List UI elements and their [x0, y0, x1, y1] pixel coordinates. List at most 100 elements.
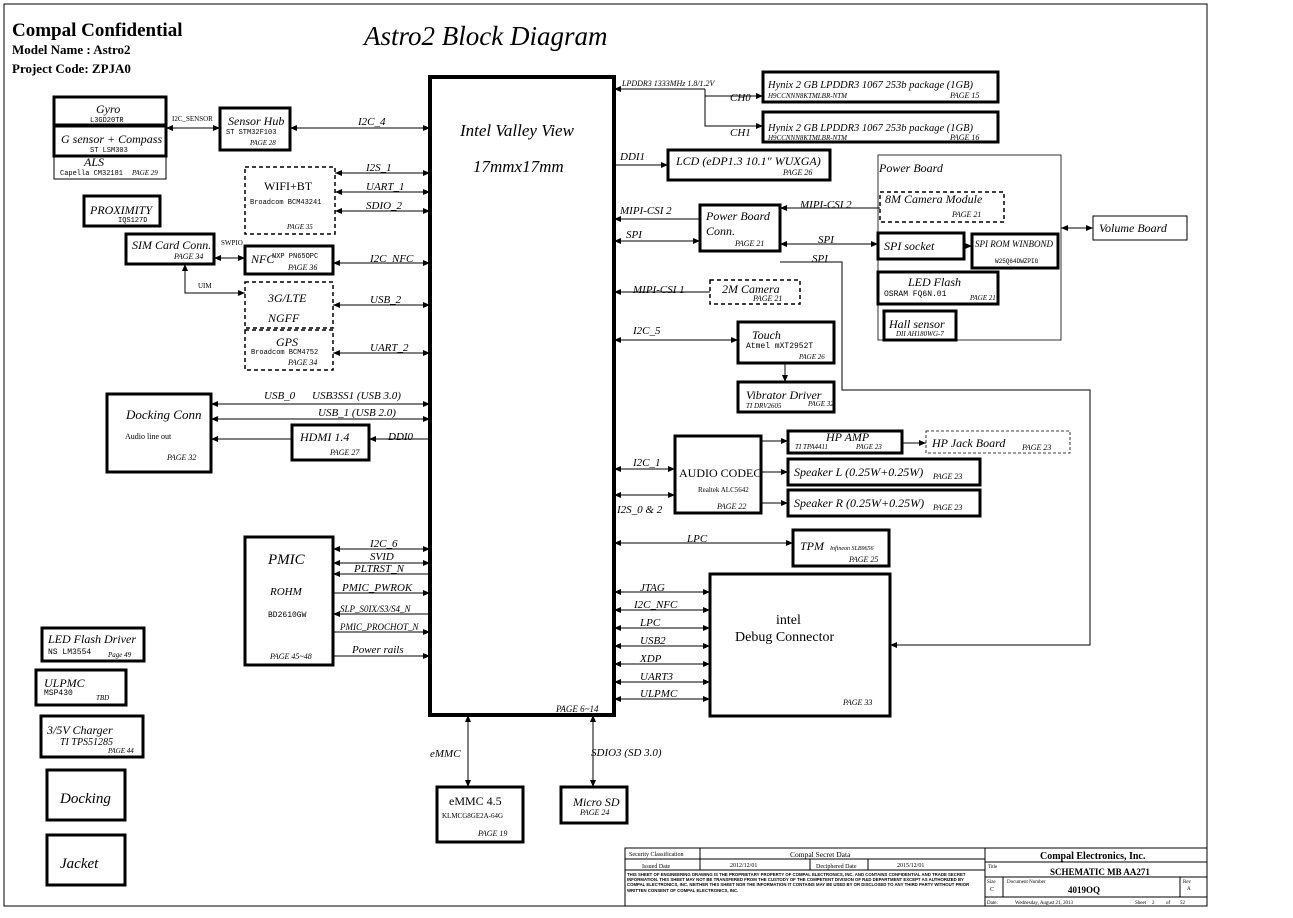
ulpmc-box [34, 668, 128, 707]
dram-ch1-page: PAGE 16 [949, 133, 979, 142]
nfc-name: NFC [250, 252, 275, 266]
emmc-part: KLMCG8GE2A-64G [442, 812, 503, 820]
emmc-label: eMMC [430, 748, 461, 760]
tb-size: C [990, 887, 994, 893]
gsensor-name: G sensor + Compass [61, 132, 162, 146]
power-conn-page: PAGE 21 [734, 239, 764, 248]
debug-connector-box [708, 572, 892, 718]
sdio2-label: SDIO_2 [366, 200, 403, 212]
power-conn-name2: Conn. [706, 224, 735, 238]
diagram-title: Astro2 Block Diagram [362, 21, 607, 51]
spi-rom-box [970, 232, 1060, 270]
pmic-page: PAGE 45~48 [269, 652, 312, 661]
pmic-name: PMIC [267, 552, 306, 568]
uim-line [182, 264, 245, 296]
docking-conn-sub: Audio line out [125, 432, 172, 441]
pmic-sig-label: I2C_6 [369, 538, 398, 550]
debug-connector-page: PAGE 33 [842, 698, 872, 707]
spkr-page: PAGE 23 [932, 503, 962, 512]
debug-sig-label: ULPMC [640, 688, 678, 700]
sensorhub-name: Sensor Hub [228, 114, 284, 128]
hpjack-box [925, 430, 1071, 454]
sensors-group: Gyro L3GD20TR G sensor + Compass ST LSM3… [52, 95, 168, 180]
cpu-size: 17mmx17mm [473, 157, 564, 176]
tb-deciphered: Deciphered Date [816, 864, 857, 870]
tb-rev: A [1187, 887, 1191, 892]
ulpmc-name: ULPMC [44, 676, 86, 690]
dram-ch0-part: Hynix 2 GB LPDDR3 1067 253b package (1GB… [767, 80, 973, 91]
charger-box [39, 714, 145, 759]
codec-part: Realtek ALC5642 [698, 486, 749, 494]
hall-part: DII AH180WG-7 [895, 330, 944, 338]
hall-box [882, 309, 958, 342]
dram-ch0-box [761, 70, 1000, 104]
docking-conn-page: PAGE 32 [166, 453, 196, 462]
debug-connector-name: intel [776, 613, 801, 628]
spi-touch-label: SPI [812, 253, 829, 265]
spi-touch-line [780, 261, 1091, 648]
tb-title: SCHEMATIC MB AA271 [1050, 867, 1150, 877]
pmic-sig-label: Power rails [351, 644, 404, 656]
mipi1-label: MIPI-CSI 1 [632, 284, 685, 296]
hdmi-name: HDMI 1.4 [299, 430, 349, 444]
spkl-page: PAGE 23 [932, 472, 962, 481]
nfc-part: NXP PN65OPC [272, 253, 318, 261]
wifi-part: Broadcom BCM43241 [250, 199, 321, 207]
model-name: Model Name : Astro2 [12, 42, 131, 57]
dram-ch1-pn: H9CCNNN8KTMLBR-NTM [767, 134, 848, 142]
dram-ch1-part: Hynix 2 GB LPDDR3 1067 253b package (1GB… [767, 123, 973, 134]
uart1-label: UART_1 [366, 181, 405, 193]
spkl-name: Speaker L (0.25W+0.25W) [794, 465, 923, 479]
confidential-label: Compal Confidential [12, 20, 183, 41]
tb-issued-val: 2012/12/01 [730, 863, 757, 869]
wifi-box [244, 166, 336, 235]
nfc-page: PAGE 36 [287, 263, 317, 272]
microsd-name: Micro SD [572, 795, 620, 809]
touch-part: Atmel mXT2952T [746, 342, 813, 351]
wifi-page: PAGE 35 [286, 223, 313, 231]
lcd-name: LCD (eDP1.3 10.1" WUXGA) [675, 154, 821, 168]
ch0-label: CH0 [730, 92, 751, 104]
lcd-page: PAGE 26 [782, 168, 812, 177]
pmic-sig-label: PLTRST_N [353, 563, 405, 575]
pmic-sig-label: PMIC_PROCHOT_N [339, 622, 419, 632]
sensorhub-page: PAGE 28 [249, 139, 276, 147]
camera8-name: 8M Camera Module [885, 192, 983, 206]
lte-box [244, 281, 334, 329]
proximity-name: PROXIMITY [89, 203, 153, 217]
i2s-label: I2S_0 & 2 [616, 504, 663, 516]
sdio3-label: SDIO3 (SD 3.0) [591, 747, 662, 759]
hdmi-page: PAGE 27 [329, 448, 360, 457]
hall-name: Hall sensor [888, 317, 945, 331]
charger-part: TI TPS51285 [60, 737, 113, 748]
camera2-page: PAGE 21 [752, 294, 782, 303]
tb-docnum-lbl: Document Number [1007, 880, 1046, 885]
power-conn-box [698, 203, 782, 253]
docking-conn-name: Docking Conn [125, 407, 201, 422]
sim-page: PAGE 34 [173, 252, 203, 261]
docking-box [45, 768, 127, 822]
volume-name: Volume Board [1099, 221, 1168, 235]
hpamp-page: PAGE 23 [855, 443, 882, 451]
i2c1-label: I2C_1 [632, 457, 661, 469]
lte-name2: NGFF [267, 311, 300, 325]
sensorhub-part: ST STM32F103 [226, 129, 276, 137]
tb-company: Compal Electronics, Inc. [1040, 851, 1146, 862]
gyro-name: Gyro [96, 102, 120, 116]
power-conn-name: Power Board [705, 209, 771, 223]
i2c-sensor-label: I2C_SENSOR [172, 115, 213, 123]
sim-box [124, 232, 216, 266]
led-flash-box [876, 270, 1000, 306]
uart2-label: UART_2 [370, 342, 409, 354]
debug-sig-label: XDP [639, 653, 662, 665]
camera8-page: PAGE 21 [951, 210, 981, 219]
gps-page: PAGE 34 [287, 358, 317, 367]
emmc-box [435, 785, 525, 844]
spkr-name: Speaker R (0.25W+0.25W) [794, 496, 924, 510]
hpamp-box [786, 429, 904, 455]
i2c4-label: I2C_4 [357, 116, 386, 128]
codec-name: AUDIO CODEC [679, 466, 761, 480]
dram-ch0-pn: H9CCNNN8KTMLBR-NTM [767, 92, 848, 100]
usb1-label: USB_1 (USB 2.0) [318, 407, 396, 419]
